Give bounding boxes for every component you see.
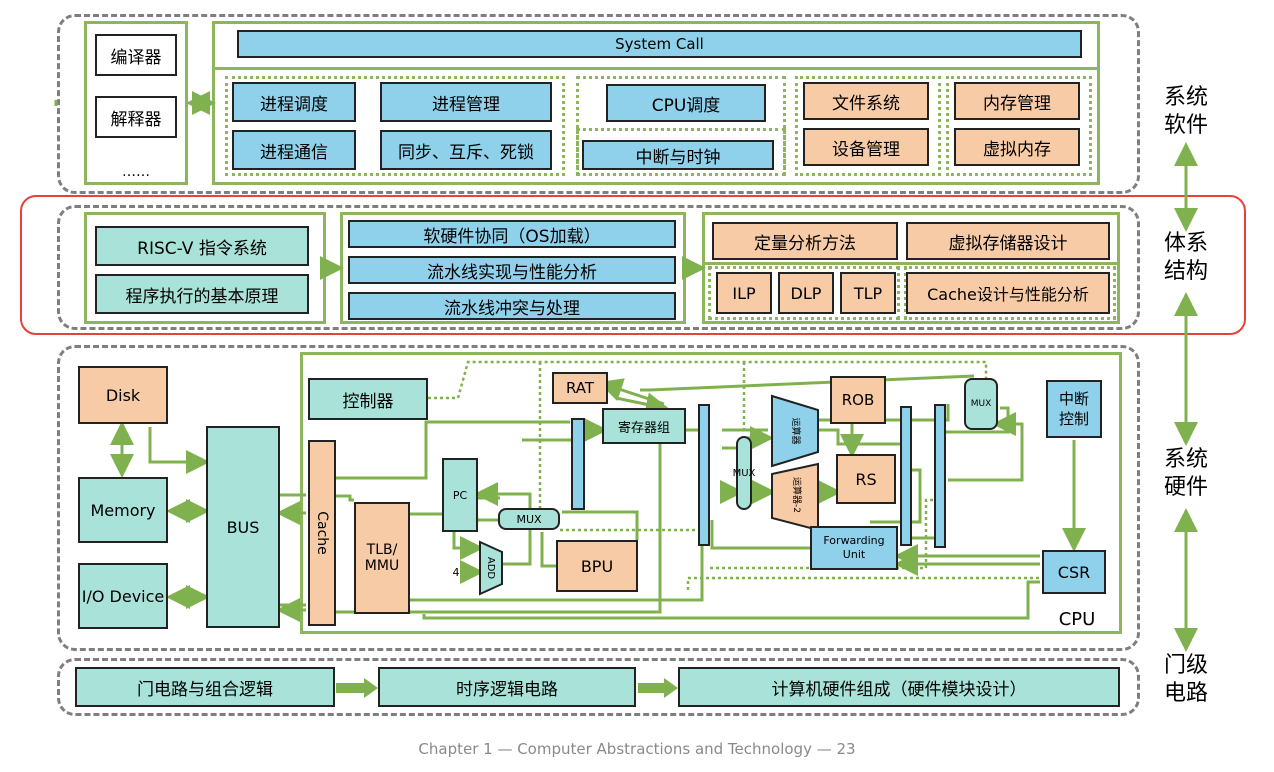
cpu-frame [300, 352, 1122, 634]
ilp-box: ILP [716, 272, 772, 314]
bus-box: BUS [206, 426, 280, 628]
tlp-box: TLP [840, 272, 896, 314]
pipeline-register-3 [900, 406, 912, 546]
sync-deadlock-box: 同步、互斥、死锁 [380, 130, 552, 170]
combinational-logic-box: 门电路与组合逻辑 [75, 667, 335, 707]
virtual-memory-box: 虚拟内存 [954, 128, 1080, 166]
csr-box: CSR [1042, 550, 1106, 594]
mux-box-mid: MUX [733, 436, 755, 510]
cpu-scheduling-box: CPU调度 [606, 84, 766, 122]
architecture-highlight [20, 195, 1246, 335]
dlp-box: DLP [778, 272, 834, 314]
pipeline-register-1 [571, 418, 585, 510]
device-management-box: 设备管理 [803, 128, 929, 166]
process-scheduling-box: 进程调度 [232, 82, 356, 122]
parallelism-group [708, 266, 900, 320]
register-file-box: 寄存器组 [602, 408, 686, 444]
hardware-composition-box: 计算机硬件组成（硬件模块设计） [678, 667, 1120, 707]
process-management-box: 进程管理 [380, 82, 552, 122]
pipeline-impl-box: 流水线实现与性能分析 [348, 256, 676, 284]
mux-box-right: MUX [964, 378, 998, 430]
adder-label: ADD [485, 556, 497, 580]
interrupt-control-box: 中断控制 [1046, 380, 1102, 438]
hw-sw-cooperation-box: 软硬件协同（OS加载） [348, 220, 676, 248]
vm-design-box: 虚拟存储器设计 [906, 222, 1110, 260]
const-four-label: 4 [452, 565, 460, 579]
side-label-architecture: 体系结构 [1163, 231, 1208, 284]
ellipsis-text: …… [122, 164, 150, 180]
mux-box-pc: MUX [498, 508, 560, 530]
memory-box: Memory [78, 477, 168, 543]
process-communication-box: 进程通信 [232, 130, 356, 170]
cpu-label: CPU [1058, 608, 1096, 630]
pipeline-register-2 [698, 404, 710, 546]
memory-mgmt-group [946, 76, 1092, 176]
analysis-panel-divider [702, 262, 1120, 265]
alu1-label: 运算器 [790, 417, 801, 445]
execution-principle-box: 程序执行的基本原理 [95, 274, 309, 314]
sequential-logic-box: 时序逻辑电路 [378, 667, 636, 707]
os-panel-divider [212, 67, 1100, 70]
software-layer [57, 14, 1140, 194]
interrupt-clock-box: 中断与时钟 [582, 140, 774, 170]
memory-management-box: 内存管理 [954, 82, 1080, 120]
pipeline-hazard-box: 流水线冲突与处理 [348, 292, 676, 320]
bpu-box: BPU [556, 540, 638, 592]
riscv-isa-box: RISC-V 指令系统 [95, 226, 309, 266]
tlb-mmu-box: TLB/ MMU [354, 502, 410, 614]
side-label-gate-circuits: 门级电路 [1163, 653, 1208, 706]
cache-design-box: Cache设计与性能分析 [906, 272, 1110, 314]
hardware-layer [57, 345, 1140, 651]
controller-box: 控制器 [308, 378, 428, 420]
file-system-box: 文件系统 [803, 82, 929, 120]
gate-layer [57, 658, 1140, 716]
compiler-box: 编译器 [95, 34, 177, 76]
disk-box: Disk [78, 366, 168, 424]
page-footer: Chapter 1 — Computer Abstractions and Te… [418, 740, 856, 758]
system-call-box: System Call [237, 30, 1082, 58]
rob-box: ROB [830, 376, 886, 424]
cache-design-group [904, 266, 1116, 320]
rat-box: RAT [552, 372, 608, 404]
file-device-group [795, 76, 941, 176]
interpreter-box: 解释器 [95, 96, 177, 138]
pipeline-register-4 [934, 404, 946, 548]
rs-box: RS [836, 454, 896, 504]
io-device-box: I/O Device [78, 563, 168, 629]
forwarding-unit-box: Forwarding Unit [810, 526, 898, 570]
pc-box: PC [442, 458, 478, 532]
quantitative-analysis-box: 定量分析方法 [712, 222, 898, 260]
side-label-system-hardware: 系统硬件 [1163, 447, 1208, 500]
interrupt-clock-group [576, 128, 786, 176]
architecture-layer [57, 205, 1140, 330]
side-label-system-software: 系统软件 [1163, 85, 1208, 138]
process-group [225, 76, 565, 176]
alu2-label: 运算器-2 [791, 477, 802, 513]
cache-box: Cache [308, 440, 336, 626]
